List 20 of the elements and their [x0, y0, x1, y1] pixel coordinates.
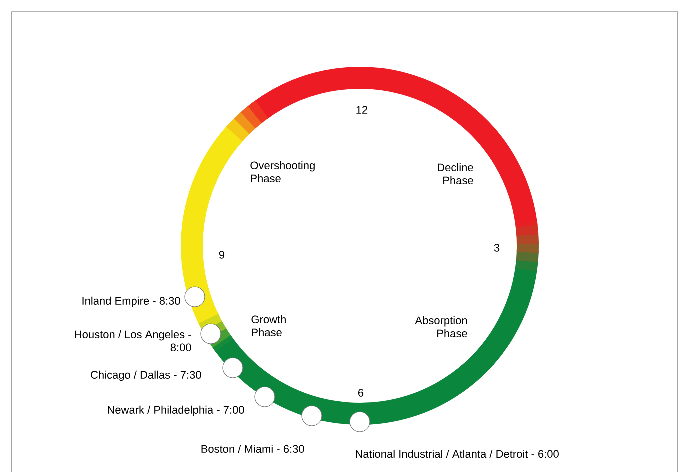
marker-circle [222, 358, 244, 378]
marker-circle [200, 324, 222, 344]
city-label: Newark / Philadelphia - 7:00 [108, 406, 244, 416]
marker-circle [350, 412, 370, 432]
marker-circle [184, 286, 206, 308]
city-label: Chicago / Dallas - 7:30 [91, 370, 202, 382]
clock-number: 9 [219, 251, 225, 259]
clock-number: 3 [494, 244, 500, 252]
city-label: Inland Empire - 8:30 [82, 296, 180, 308]
phase-label: Decline Phase [438, 163, 474, 185]
phase-label: Absorption Phase [415, 316, 468, 338]
phase-label: Overshooting Phase [250, 161, 315, 183]
phase-label: Growth Phase [252, 315, 286, 337]
city-label: Boston / Miami - 6:30 [202, 444, 304, 454]
marker-circle [254, 386, 276, 408]
city-label: National Industrial / Atlanta / Detroit - 6:00 [356, 450, 559, 458]
clock-number: 6 [358, 389, 364, 397]
marker-circle [302, 406, 322, 426]
clock-number: 12 [356, 106, 368, 114]
city-label: Houston / Los Angeles - 8:00 [75, 330, 192, 352]
